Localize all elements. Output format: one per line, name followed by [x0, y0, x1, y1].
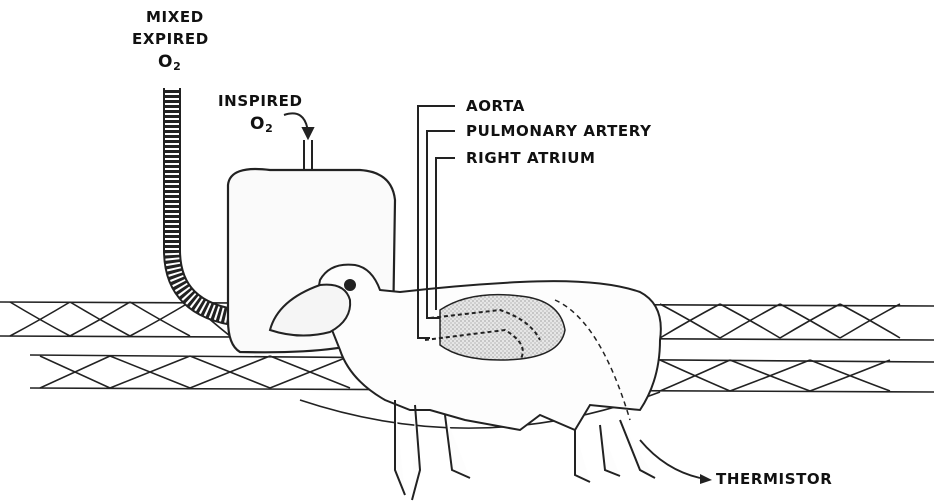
pulmonary-artery-label: PULMONARY ARTERY [466, 124, 652, 139]
inspired-o2-subscript: 2 [265, 122, 273, 135]
inspired-tube [284, 113, 313, 172]
heart [440, 295, 565, 360]
expired-o2-symbol: O [158, 52, 173, 72]
thermistor-label: THERMISTOR [716, 472, 832, 487]
inspired-o2-label: O2 [250, 116, 273, 134]
inspired-o2-symbol: O [250, 114, 265, 134]
expired-o2-label: O2 [158, 54, 181, 72]
inspired-label: INSPIRED [218, 94, 303, 109]
right-atrium-label: RIGHT ATRIUM [466, 151, 596, 166]
aorta-label: AORTA [466, 99, 525, 114]
mixed-label: MIXED [146, 10, 204, 25]
expired-o2-subscript: 2 [173, 60, 181, 73]
expired-label: EXPIRED [132, 32, 209, 47]
thermistor-arrow [700, 474, 712, 484]
